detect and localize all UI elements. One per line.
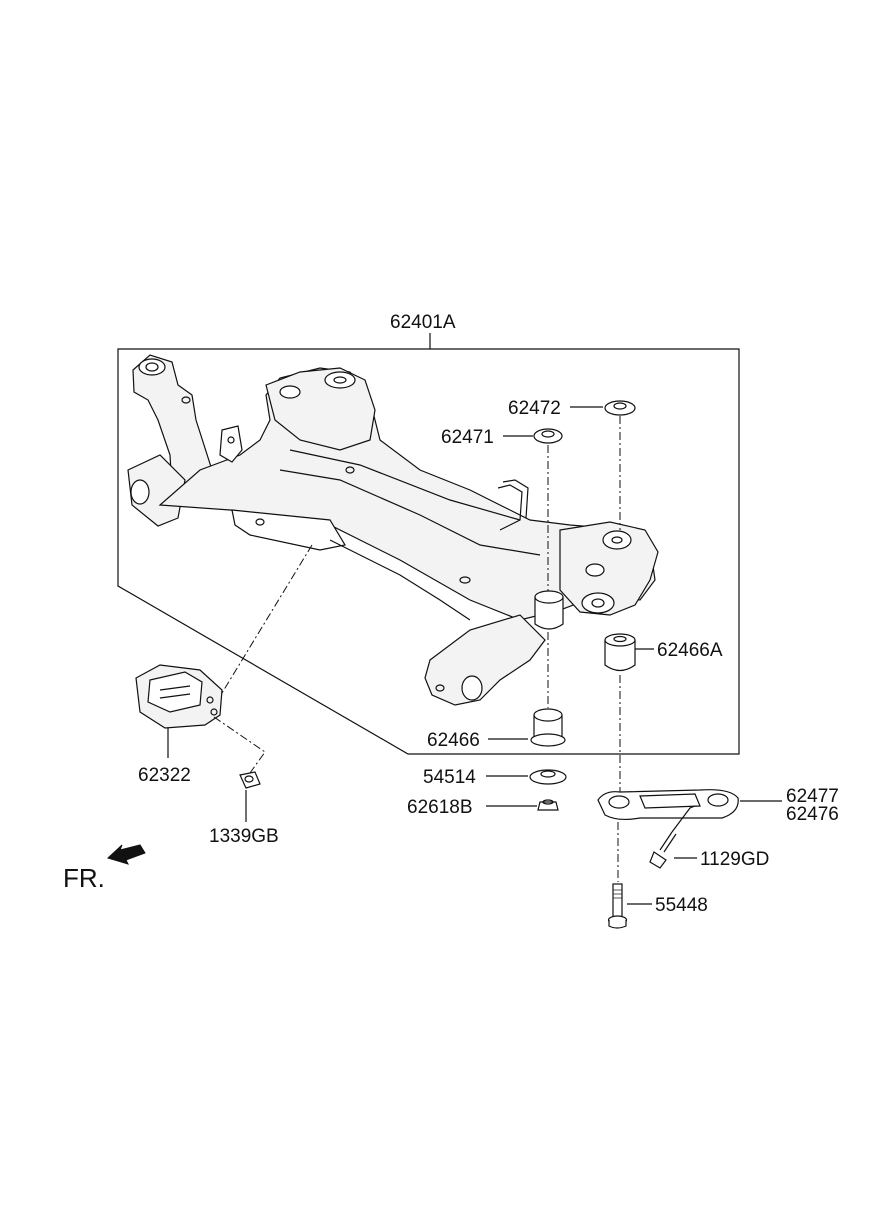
bolt-55448 (607, 883, 628, 929)
front-indicator-label: FR. (63, 863, 105, 893)
front-arrow-icon (107, 844, 146, 865)
alignment-lines (213, 416, 621, 882)
label-62466: 62466 (427, 730, 480, 751)
label-62618B: 62618B (407, 797, 473, 818)
label-1339GB: 1339GB (209, 826, 279, 847)
nut-1339GB (239, 771, 261, 789)
nut-62618B (537, 799, 559, 811)
bushing-62466A (604, 633, 636, 672)
assembly-boundary (117, 348, 740, 755)
label-62471: 62471 (441, 427, 494, 448)
label-62476: 62476 (786, 804, 839, 825)
label-62401A: 62401A (390, 312, 456, 333)
mount-62322 (135, 664, 223, 729)
label-55448: 55448 (655, 895, 708, 916)
bolt-1129GD (649, 831, 677, 869)
bushing-upper (534, 590, 564, 630)
label-62472: 62472 (508, 398, 561, 419)
label-1129GD: 1129GD (700, 849, 769, 870)
bracket-plate (597, 789, 739, 821)
subframe-crossmember (127, 354, 659, 706)
label-62322: 62322 (138, 765, 191, 786)
label-62466A: 62466A (657, 640, 723, 661)
washer-62471 (533, 428, 563, 444)
label-54514: 54514 (423, 767, 476, 788)
label-62477: 62477 (786, 786, 839, 807)
bushing-62466 (530, 708, 566, 747)
washer-54514 (529, 769, 567, 785)
leader-lines (167, 333, 782, 905)
washer-62472 (604, 400, 636, 416)
